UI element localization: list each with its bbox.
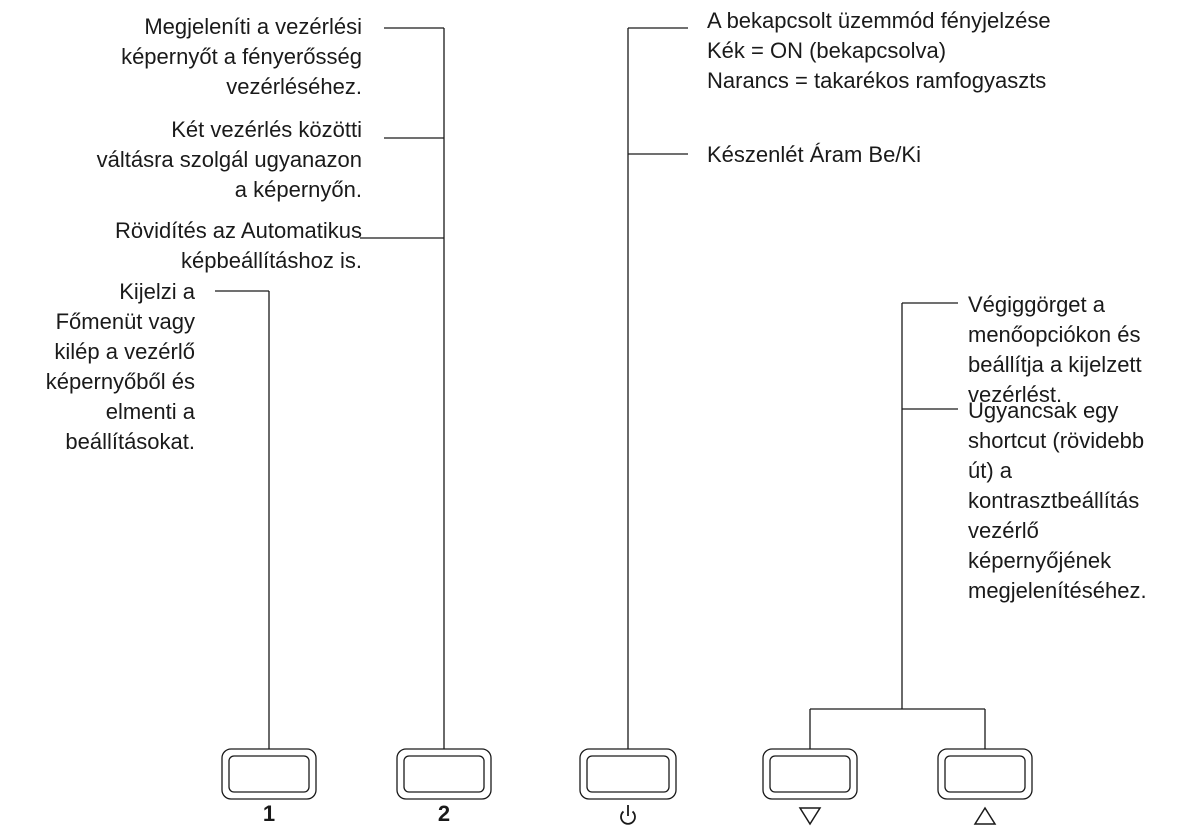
callout-standby-power: Készenlét Áram Be/Ki xyxy=(707,142,921,167)
callout-main-menu: Kijelzi a Főmenüt vagy kilép a vezérlő k… xyxy=(45,279,195,454)
power-button[interactable] xyxy=(579,748,677,800)
callout-menu-display: Megjeleníti a vezérlési képernyőt a fény… xyxy=(121,14,362,99)
triangle-up-icon xyxy=(973,806,997,825)
down-button[interactable] xyxy=(762,748,858,800)
callout-auto-shortcut: Rövidítés az Automatikus képbeállításhoz… xyxy=(114,218,362,273)
button-2[interactable] xyxy=(396,748,492,800)
callout-switch-controls: Két vezérlés közötti váltásra szolgál ug… xyxy=(96,117,362,202)
callout-contrast-shortcut: Ugyancsak egy shortcut (rövidebb út) a k… xyxy=(968,398,1147,603)
triangle-down-icon xyxy=(798,807,822,826)
callout-power-led: A bekapcsolt üzemmód fényjelzése Kék = O… xyxy=(707,8,1051,93)
callout-scroll-options: Végiggörget a menőopciókon és beállítja … xyxy=(968,292,1142,407)
button-2-label: 2 xyxy=(437,801,451,826)
up-button[interactable] xyxy=(937,748,1033,800)
button-1-label: 1 xyxy=(262,801,276,826)
power-icon xyxy=(620,805,636,825)
button-1[interactable] xyxy=(221,748,317,800)
